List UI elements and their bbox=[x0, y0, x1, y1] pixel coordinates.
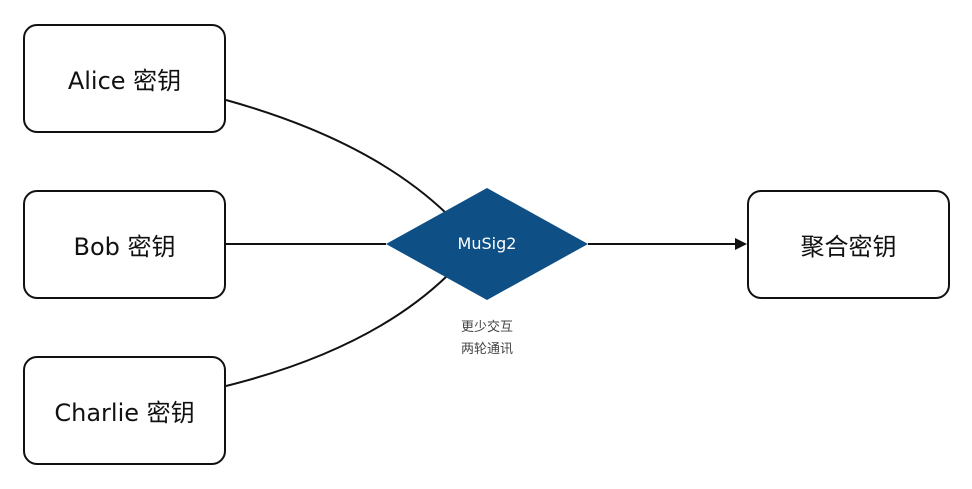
musig2-note: 更少交互 两轮通讯 bbox=[431, 317, 543, 361]
bob-key-label: Bob 密钥 bbox=[73, 233, 176, 261]
connector-alice-to-musig2 bbox=[225, 99, 448, 215]
alice-key-label: Alice 密钥 bbox=[67, 67, 182, 95]
musig2-label: MuSig2 bbox=[457, 234, 517, 253]
aggregate-key-label: 聚合密钥 bbox=[800, 233, 897, 261]
connector-charlie-to-musig2 bbox=[225, 275, 448, 387]
bob-key-box: Bob 密钥 bbox=[23, 190, 226, 299]
note-line-fewer-interactions: 更少交互 bbox=[460, 320, 513, 335]
note-line-two-rounds: 两轮通讯 bbox=[460, 342, 513, 357]
charlie-key-box: Charlie 密钥 bbox=[23, 356, 226, 465]
charlie-key-label: Charlie 密钥 bbox=[54, 399, 195, 427]
musig2-diamond bbox=[386, 188, 588, 300]
alice-key-box: Alice 密钥 bbox=[23, 24, 226, 133]
aggregate-key-box: 聚合密钥 bbox=[747, 190, 950, 299]
